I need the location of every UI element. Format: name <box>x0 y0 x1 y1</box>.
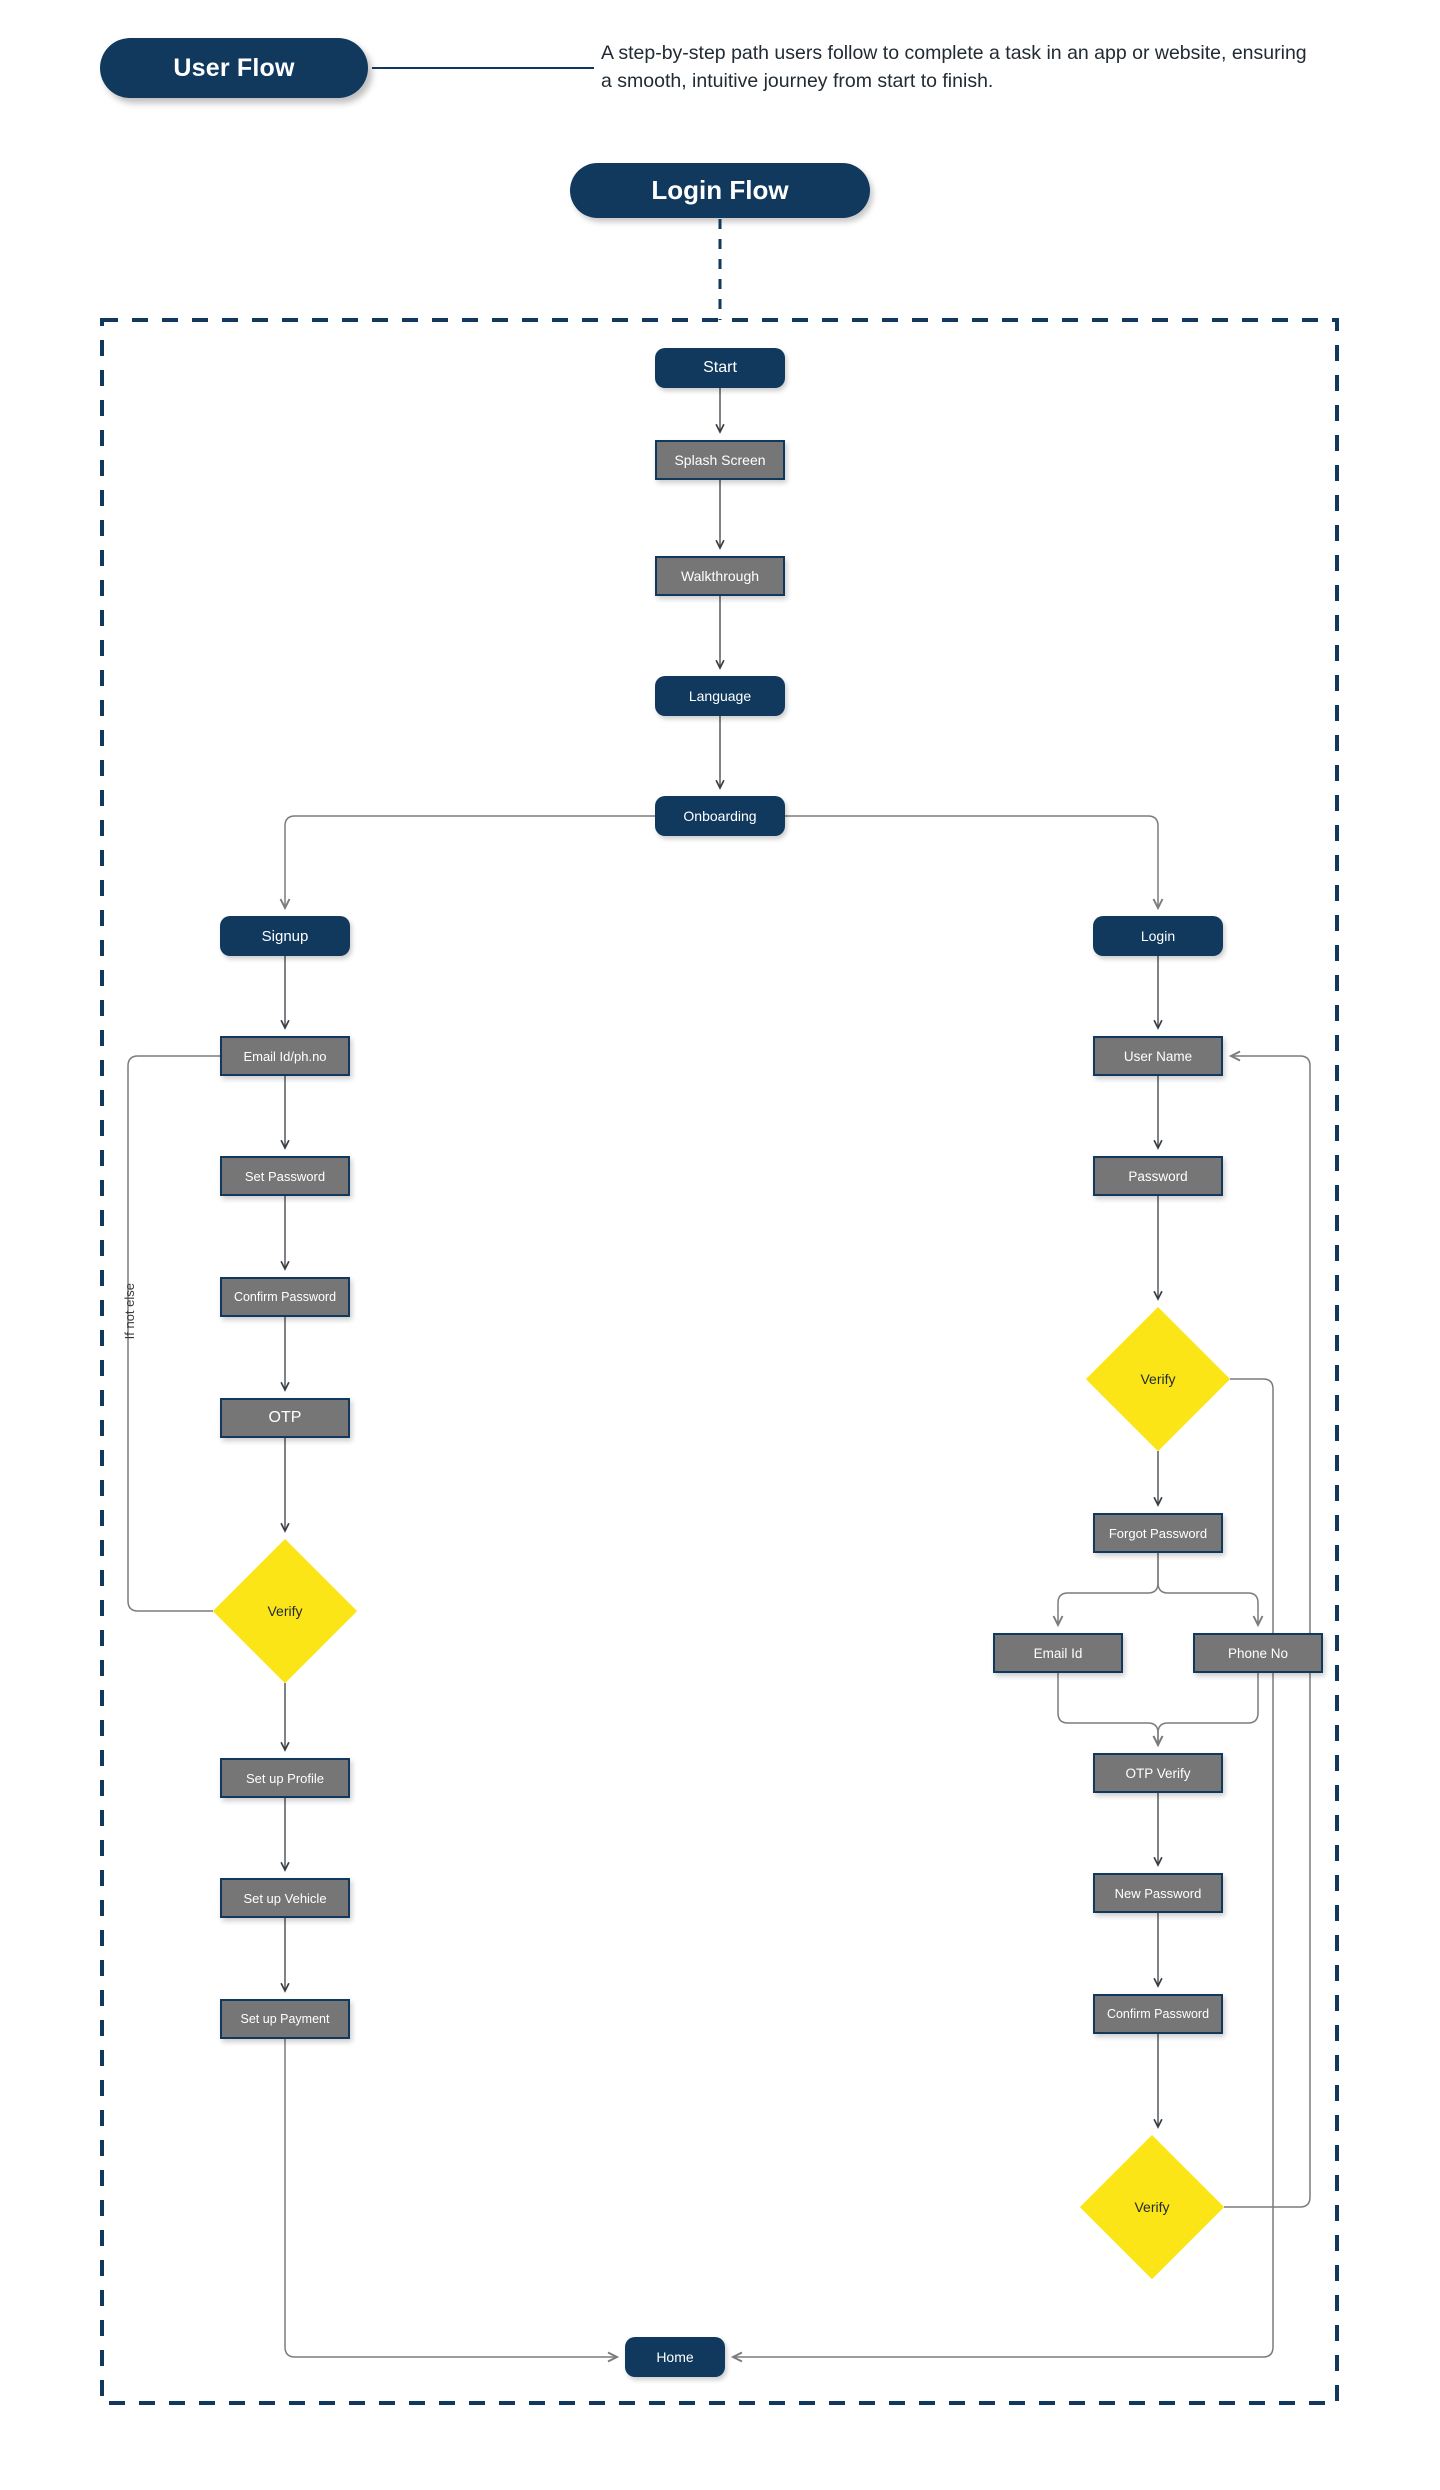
node-user-name[interactable]: User Name <box>1093 1036 1223 1076</box>
node-login-label: Login <box>1140 928 1176 944</box>
node-splash-screen-label: Splash Screen <box>674 452 766 468</box>
node-verify-reset-label: Verify <box>1134 2199 1170 2215</box>
node-forgot-password-label: Forgot Password <box>1108 1525 1208 1541</box>
node-login[interactable]: Login <box>1093 916 1223 956</box>
node-otp-verify[interactable]: OTP Verify <box>1093 1753 1223 1793</box>
node-phone-no-label: Phone No <box>1227 1645 1289 1661</box>
node-confirm-password-reset[interactable]: Confirm Password <box>1093 1994 1223 2034</box>
node-password-label: Password <box>1128 1168 1188 1184</box>
edge-label-if-not-else: If not else <box>122 1283 137 1340</box>
node-set-up-payment[interactable]: Set up Payment <box>220 1999 350 2039</box>
node-confirm-password[interactable]: Confirm Password <box>220 1277 350 1317</box>
node-home[interactable]: Home <box>625 2337 725 2377</box>
node-set-up-profile[interactable]: Set up Profile <box>220 1758 350 1798</box>
node-new-password-label: New Password <box>1114 1885 1202 1901</box>
edge-verifylogin-home <box>730 1378 1274 2363</box>
node-phone-no[interactable]: Phone No <box>1193 1633 1323 1673</box>
node-set-password-label: Set Password <box>244 1168 326 1184</box>
node-email-id-label: Email Id <box>1033 1645 1083 1661</box>
edge-emailid-otpverify <box>1057 1673 1164 1748</box>
node-set-password[interactable]: Set Password <box>220 1156 350 1196</box>
node-set-up-profile-label: Set up Profile <box>245 1770 325 1786</box>
node-start[interactable]: Start <box>655 348 785 388</box>
node-signup[interactable]: Signup <box>220 916 350 956</box>
login-flow-title: Login Flow <box>570 163 870 218</box>
node-password[interactable]: Password <box>1093 1156 1223 1196</box>
edge-onboarding-login <box>785 815 1164 911</box>
node-language[interactable]: Language <box>655 676 785 716</box>
node-otp-label: OTP <box>268 1409 302 1426</box>
node-email-id[interactable]: Email Id <box>993 1633 1123 1673</box>
node-verify-login[interactable]: Verify <box>1086 1307 1230 1451</box>
node-onboarding-label: Onboarding <box>683 808 757 824</box>
node-start-label: Start <box>703 359 737 376</box>
node-forgot-password[interactable]: Forgot Password <box>1093 1513 1223 1553</box>
edge-phoneno-otpverify <box>1152 1673 1259 1748</box>
edge-verifysignup-back-emailph <box>127 1055 350 1612</box>
user-flow-badge-label: User Flow <box>173 53 295 82</box>
node-verify-login-label: Verify <box>1140 1371 1176 1387</box>
node-otp[interactable]: OTP <box>220 1398 350 1438</box>
user-flow-badge: User Flow <box>100 38 368 98</box>
node-email-id-phone-no[interactable]: Email Id/ph.no <box>220 1036 350 1076</box>
node-home-label: Home <box>656 2349 694 2365</box>
node-onboarding[interactable]: Onboarding <box>655 796 785 836</box>
node-walkthrough[interactable]: Walkthrough <box>655 556 785 596</box>
flow-container-dashed-box <box>100 318 1339 2405</box>
node-user-name-label: User Name <box>1123 1048 1193 1064</box>
node-walkthrough-label: Walkthrough <box>680 568 760 584</box>
node-set-up-vehicle[interactable]: Set up Vehicle <box>220 1878 350 1918</box>
node-signup-label: Signup <box>261 927 309 945</box>
edge-forgotpw-phoneno <box>1157 1553 1264 1628</box>
edge-setuppayment-home <box>284 2039 620 2363</box>
edge-verifyreset-back-username <box>1224 1050 1311 2208</box>
node-set-up-payment-label: Set up Payment <box>240 2012 330 2026</box>
node-language-label: Language <box>688 688 752 704</box>
node-set-up-vehicle-label: Set up Vehicle <box>243 1890 327 1906</box>
node-otp-verify-label: OTP Verify <box>1125 1765 1191 1781</box>
edge-onboarding-signup <box>279 815 655 911</box>
node-confirm-password-reset-label: Confirm Password <box>1106 2007 1210 2021</box>
node-verify-signup[interactable]: Verify <box>213 1539 357 1683</box>
node-splash-screen[interactable]: Splash Screen <box>655 440 785 480</box>
login-flow-title-label: Login Flow <box>651 175 789 205</box>
header-connector-line <box>372 67 594 69</box>
edge-forgotpw-emailid <box>1052 1553 1159 1628</box>
node-verify-signup-label: Verify <box>267 1603 303 1619</box>
user-flow-description: A step-by-step path users follow to comp… <box>601 42 1307 92</box>
node-email-id-phone-no-label: Email Id/ph.no <box>243 1048 327 1064</box>
node-verify-reset[interactable]: Verify <box>1080 2135 1224 2279</box>
node-new-password[interactable]: New Password <box>1093 1873 1223 1913</box>
node-confirm-password-label: Confirm Password <box>233 1290 337 1304</box>
